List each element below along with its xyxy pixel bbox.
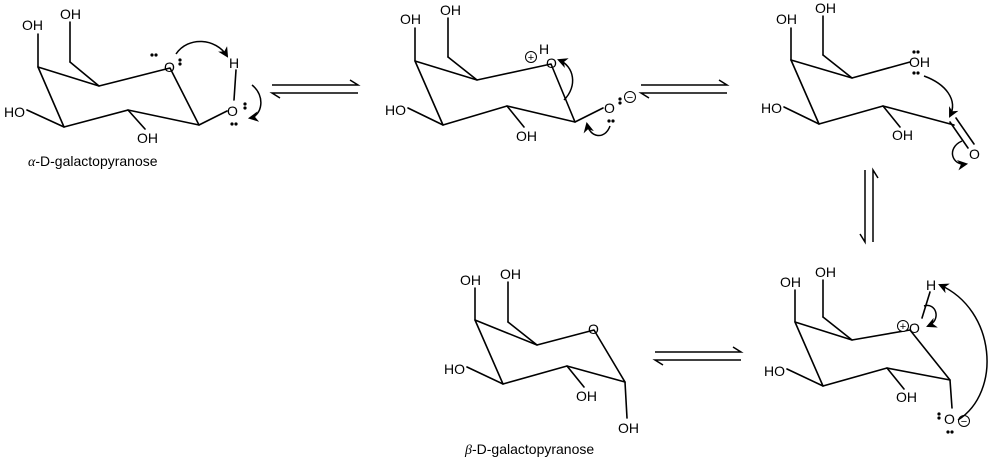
lone-pairs [150,53,247,126]
oh-ch2-label: OH [60,6,81,22]
anomeric-oxygen-label: O [227,103,238,119]
ring-oxygen-label: O [164,59,175,75]
electron-arrows [175,40,262,122]
plus-charge: + [900,321,906,333]
atom-labels: OH OH HO OH O O H [4,6,239,146]
oxonium-intermediate-2: OH OH HO OH O H O + − [764,264,988,434]
ho-c3-label: HO [4,104,25,120]
oh-c2-label: OH [516,128,537,144]
electron-arrows [557,58,611,137]
atom-labels: OH OH HO OH O OH [444,266,639,436]
hydrogen-label: H [539,41,549,57]
oh-c2-label: OH [137,130,158,146]
charges: + − [897,320,970,428]
hydrogen-label: H [229,55,239,71]
equilibrium-arrow-2 [638,79,730,99]
alpha-galactopyranose: OH OH HO OH O O H α-D-galactopyranose [4,6,262,170]
ring-bonds [407,17,604,128]
oh-c2-label: OH [892,127,913,143]
oh-c4-label: OH [400,11,421,27]
oh-c4-label: OH [780,274,801,290]
equilibrium-arrow-4 [652,346,744,366]
ring-oxygen-label: O [546,55,557,71]
hydrogen-label: H [926,277,936,293]
alkoxide-oxygen-label: O [604,100,615,116]
oh-ch2-label: OH [815,264,836,280]
oh-c5-label: OH [909,54,930,70]
ho-c3-label: HO [444,361,465,377]
atom-labels: OH OH HO OH O H O [764,264,955,427]
ring-bonds [26,21,237,130]
electron-arrows [923,283,988,421]
ring-oxygen-label: O [909,320,920,336]
oh-ch2-label: OH [815,0,836,16]
alkoxide-oxygen-label: O [944,411,955,427]
chain-bonds [783,15,975,149]
alpha-caption: α-D-galactopyranose [28,153,158,170]
atom-labels: OH OH HO OH OH O [761,0,980,162]
oh-ch2-label: OH [440,2,461,18]
oh-c4-label: OH [22,17,43,33]
lone-pairs [607,97,622,123]
beta-caption: β-D-galactopyranose [464,441,594,458]
ring-oxygen-label: O [588,321,599,337]
beta-galactopyranose: OH OH HO OH O OH β-D-galactopyranose [444,266,639,458]
equilibrium-arrow-3 [859,167,879,245]
open-chain-aldehyde: OH OH HO OH OH O [761,0,980,171]
ring-bonds [466,281,628,419]
plus-charge: + [528,52,534,64]
carbonyl-oxygen-label: O [969,146,980,162]
ho-c3-label: HO [385,102,406,118]
lone-pairs [912,50,920,75]
atom-labels: OH OH HO OH O H O [385,2,615,144]
ho-c3-label: HO [764,363,785,379]
oh-c4-label: OH [460,272,481,288]
lone-pairs [937,412,954,434]
oh-ch2-label: OH [500,266,521,282]
ho-c3-label: HO [761,100,782,116]
oh-c1-label: OH [618,420,639,436]
ring-bonds [786,279,953,409]
electron-arrows [923,75,969,171]
minus-charge: − [961,416,967,428]
oh-c4-label: OH [776,11,797,27]
charges: + − [525,51,636,104]
equilibrium-arrow-1 [269,79,361,99]
oh-c2-label: OH [896,389,917,405]
oh-c2-label: OH [576,388,597,404]
minus-charge: − [627,92,633,104]
oxonium-intermediate-1: OH OH HO OH O H O + − [385,2,636,144]
